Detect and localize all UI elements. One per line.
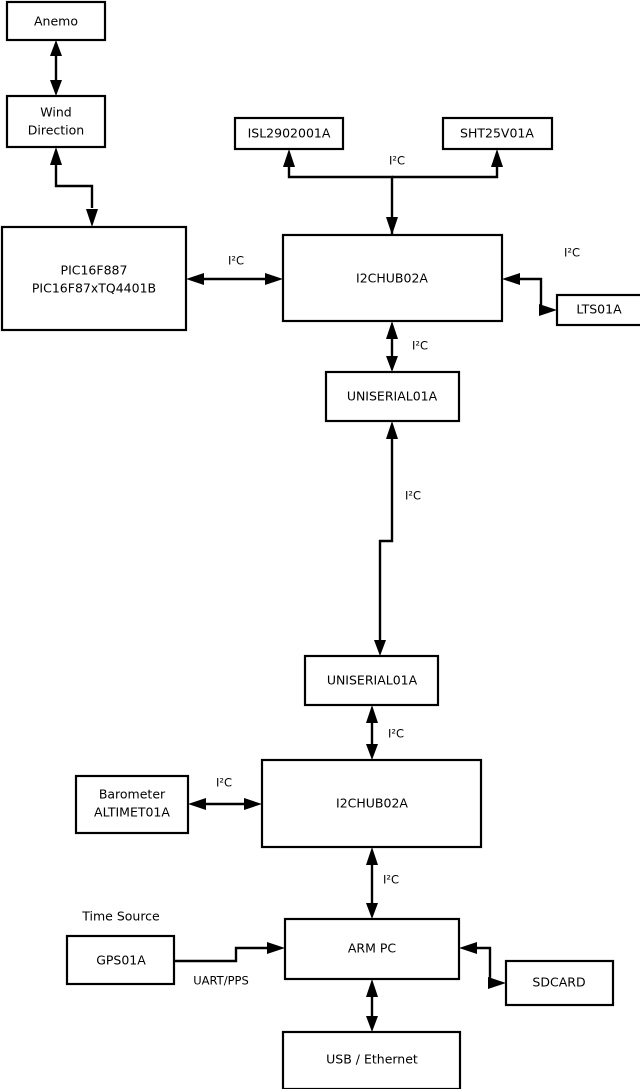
- node-label-barometer-line1: Barometer: [99, 787, 166, 802]
- edge-label-i2c: I²C: [564, 246, 580, 260]
- arrow-head-up: [50, 147, 62, 165]
- node-label-pic-line2: PIC16F87xTQ4401B: [32, 281, 156, 296]
- node-usb-ethernet[interactable]: USB / Ethernet: [281, 1030, 462, 1089]
- arrow-head-right: [265, 273, 283, 285]
- arrow-head-right: [267, 942, 285, 954]
- edge-label-i2c: I²C: [388, 727, 404, 741]
- label-time-source: Time Source: [81, 909, 160, 924]
- edge-label-i2c: I²C: [383, 873, 399, 887]
- node-label-lts01a: LTS01A: [576, 302, 622, 317]
- node-gps01a[interactable]: GPS01A: [65, 934, 176, 986]
- node-label-i2chub02a-top: I2CHUB02A: [356, 271, 428, 286]
- arrow-head-up: [386, 421, 398, 439]
- node-sdcard[interactable]: SDCARD: [504, 959, 615, 1007]
- edge-label-i2c: I²C: [228, 254, 244, 268]
- edge-anemo-wind: [50, 40, 62, 96]
- node-label-sht25v01a: SHT25V01A: [460, 126, 534, 141]
- edge-hubtop-uniserial: I²C: [386, 321, 428, 372]
- node-uniserial01a-lower[interactable]: UNISERIAL01A: [303, 654, 440, 707]
- node-i2chub02a-bottom[interactable]: I2CHUB02A: [260, 758, 483, 849]
- node-label-arm-pc: ARM PC: [348, 941, 397, 956]
- edge-unilo-hubbot: I²C: [366, 705, 404, 760]
- edge-uniserial-link: I²C: [374, 421, 421, 656]
- node-label-sdcard: SDCARD: [532, 975, 585, 990]
- arrow-head-down: [366, 903, 378, 919]
- arrow-head-down: [366, 1016, 378, 1032]
- arrow-head-left: [502, 273, 520, 285]
- node-barometer[interactable]: Barometer ALTIMET01A: [74, 774, 190, 835]
- node-i2chub02a-top[interactable]: I2CHUB02A: [281, 233, 504, 323]
- arrow-head-up: [366, 979, 378, 997]
- edge-hubtop-sensors: I²C: [283, 149, 503, 235]
- edge-armpc-usbeth: [366, 979, 378, 1032]
- edge-label-i2c: I²C: [216, 776, 232, 790]
- node-label-pic-line1: PIC16F887: [61, 263, 128, 278]
- node-label-isl2902001a: ISL2902001A: [248, 126, 331, 141]
- node-label-wind-direction-line1: Wind: [40, 105, 71, 120]
- arrow-head-up: [366, 847, 378, 865]
- node-anemo[interactable]: Anemo: [5, 0, 107, 42]
- edge-label-i2c: I²C: [389, 154, 405, 168]
- node-label-anemo: Anemo: [34, 14, 78, 29]
- edge-armpc-sdcard: [459, 942, 506, 989]
- edge-wind-pic: [50, 147, 98, 227]
- arrow-head-down: [366, 744, 378, 760]
- edge-barometer-hubbot: I²C: [188, 776, 262, 810]
- node-label-uniserial01a-upper: UNISERIAL01A: [347, 389, 438, 404]
- node-label-wind-direction-line2: Direction: [28, 123, 84, 138]
- arrow-head-sht: [491, 149, 503, 167]
- edge-gps-armpc: UART/PPS: [174, 942, 285, 988]
- arrow-head-hub: [386, 217, 398, 235]
- edge-label-i2c: I²C: [412, 339, 428, 353]
- arrow-head-up: [366, 705, 378, 723]
- arrow-head-left: [459, 942, 477, 954]
- arrow-head-right: [539, 304, 557, 316]
- edge-label-uart-pps: UART/PPS: [193, 974, 249, 988]
- edge-pic-hubtop: I²C: [186, 254, 283, 285]
- arrow-head-isl: [283, 149, 295, 167]
- node-pic-mcu[interactable]: PIC16F887 PIC16F87xTQ4401B: [0, 225, 188, 332]
- edge-hubbot-armpc: I²C: [366, 847, 399, 919]
- node-sht25v01a[interactable]: SHT25V01A: [441, 116, 554, 151]
- edge-label-i2c: I²C: [405, 489, 421, 503]
- arrow-head-down: [374, 640, 386, 656]
- node-wind-direction[interactable]: Wind Direction: [5, 94, 107, 149]
- edge-hubtop-lts: I²C: [502, 246, 580, 316]
- arrow-head-left: [188, 798, 206, 810]
- arrow-head-down: [86, 209, 98, 227]
- arrow-head-right: [244, 798, 262, 810]
- arrow-head-left: [186, 273, 204, 285]
- node-uniserial01a-upper[interactable]: UNISERIAL01A: [324, 370, 461, 423]
- node-isl2902001a[interactable]: ISL2902001A: [233, 116, 345, 151]
- node-label-i2chub02a-bottom: I2CHUB02A: [336, 796, 408, 811]
- node-label-gps01a: GPS01A: [96, 953, 146, 968]
- arrow-head-up: [50, 40, 62, 56]
- arrow-head-right: [488, 977, 506, 989]
- node-lts01a[interactable]: LTS01A: [555, 293, 640, 327]
- arrow-head-down: [50, 80, 62, 96]
- node-label-uniserial01a-lower: UNISERIAL01A: [327, 673, 418, 688]
- node-label-usb-ethernet: USB / Ethernet: [326, 1052, 418, 1067]
- arrow-head-down: [386, 356, 398, 372]
- arrow-head-up: [386, 321, 398, 339]
- node-label-barometer-line2: ALTIMET01A: [94, 805, 170, 820]
- node-arm-pc[interactable]: ARM PC: [283, 917, 461, 981]
